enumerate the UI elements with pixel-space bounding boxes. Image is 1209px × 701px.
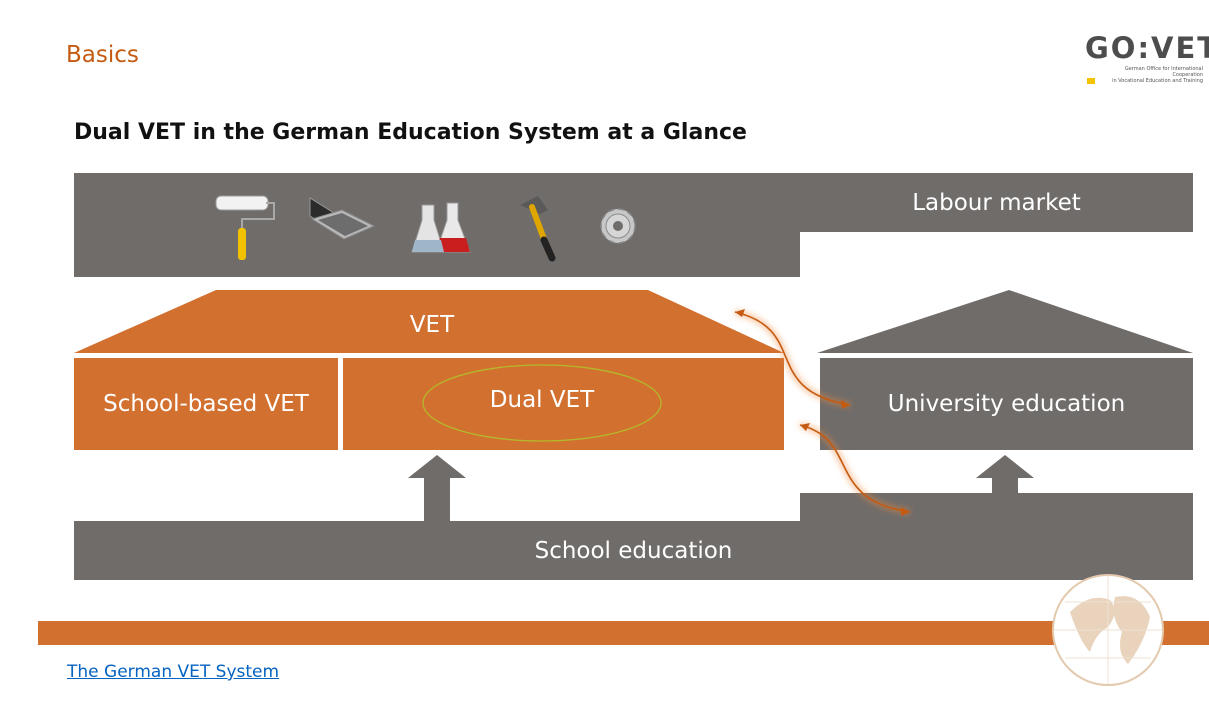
vet-roof bbox=[74, 290, 784, 353]
globe-icon bbox=[1050, 572, 1166, 688]
footer-bar bbox=[38, 621, 1209, 645]
dual-vet-block bbox=[343, 358, 784, 450]
vet-label: VET bbox=[409, 312, 455, 338]
laptop-icon bbox=[309, 197, 376, 240]
logo-wordmark: GO:VET bbox=[1085, 31, 1209, 65]
logo-subtitle-line2: in Vocational Education and Training bbox=[1112, 78, 1203, 84]
logo-subtitle: German Office for International Cooperat… bbox=[1099, 66, 1203, 84]
dual-vet-label: Dual VET bbox=[489, 387, 595, 413]
university-block bbox=[820, 358, 1193, 450]
govet-logo: GO:VET German Office for International C… bbox=[1085, 31, 1209, 93]
university-roof bbox=[817, 290, 1193, 353]
hammer-icon bbox=[520, 196, 556, 262]
gear-icon bbox=[600, 208, 636, 244]
arrow-up-dual-vet bbox=[408, 455, 466, 521]
footer-link-german-vet-system[interactable]: The German VET System bbox=[67, 662, 280, 682]
school-based-vet-block bbox=[74, 358, 338, 450]
section-label: Basics bbox=[66, 42, 139, 68]
german-flag-icon bbox=[1087, 66, 1095, 84]
dual-vet-highlight bbox=[422, 364, 662, 442]
slide-title: Dual VET in the German Education System … bbox=[74, 120, 747, 145]
logo-subtitle-line1: German Office for International Cooperat… bbox=[1124, 66, 1203, 78]
school-education-label: School education bbox=[534, 538, 733, 564]
university-education-label: University education bbox=[887, 391, 1126, 417]
school-education-block bbox=[74, 493, 1193, 580]
transition-arrows bbox=[734, 309, 911, 516]
flasks-icon bbox=[411, 202, 471, 253]
arrow-up-university bbox=[976, 455, 1034, 493]
labour-market-label: Labour market bbox=[912, 189, 1081, 216]
paint-roller-icon bbox=[215, 195, 275, 260]
school-based-vet-label: School-based VET bbox=[103, 391, 309, 417]
